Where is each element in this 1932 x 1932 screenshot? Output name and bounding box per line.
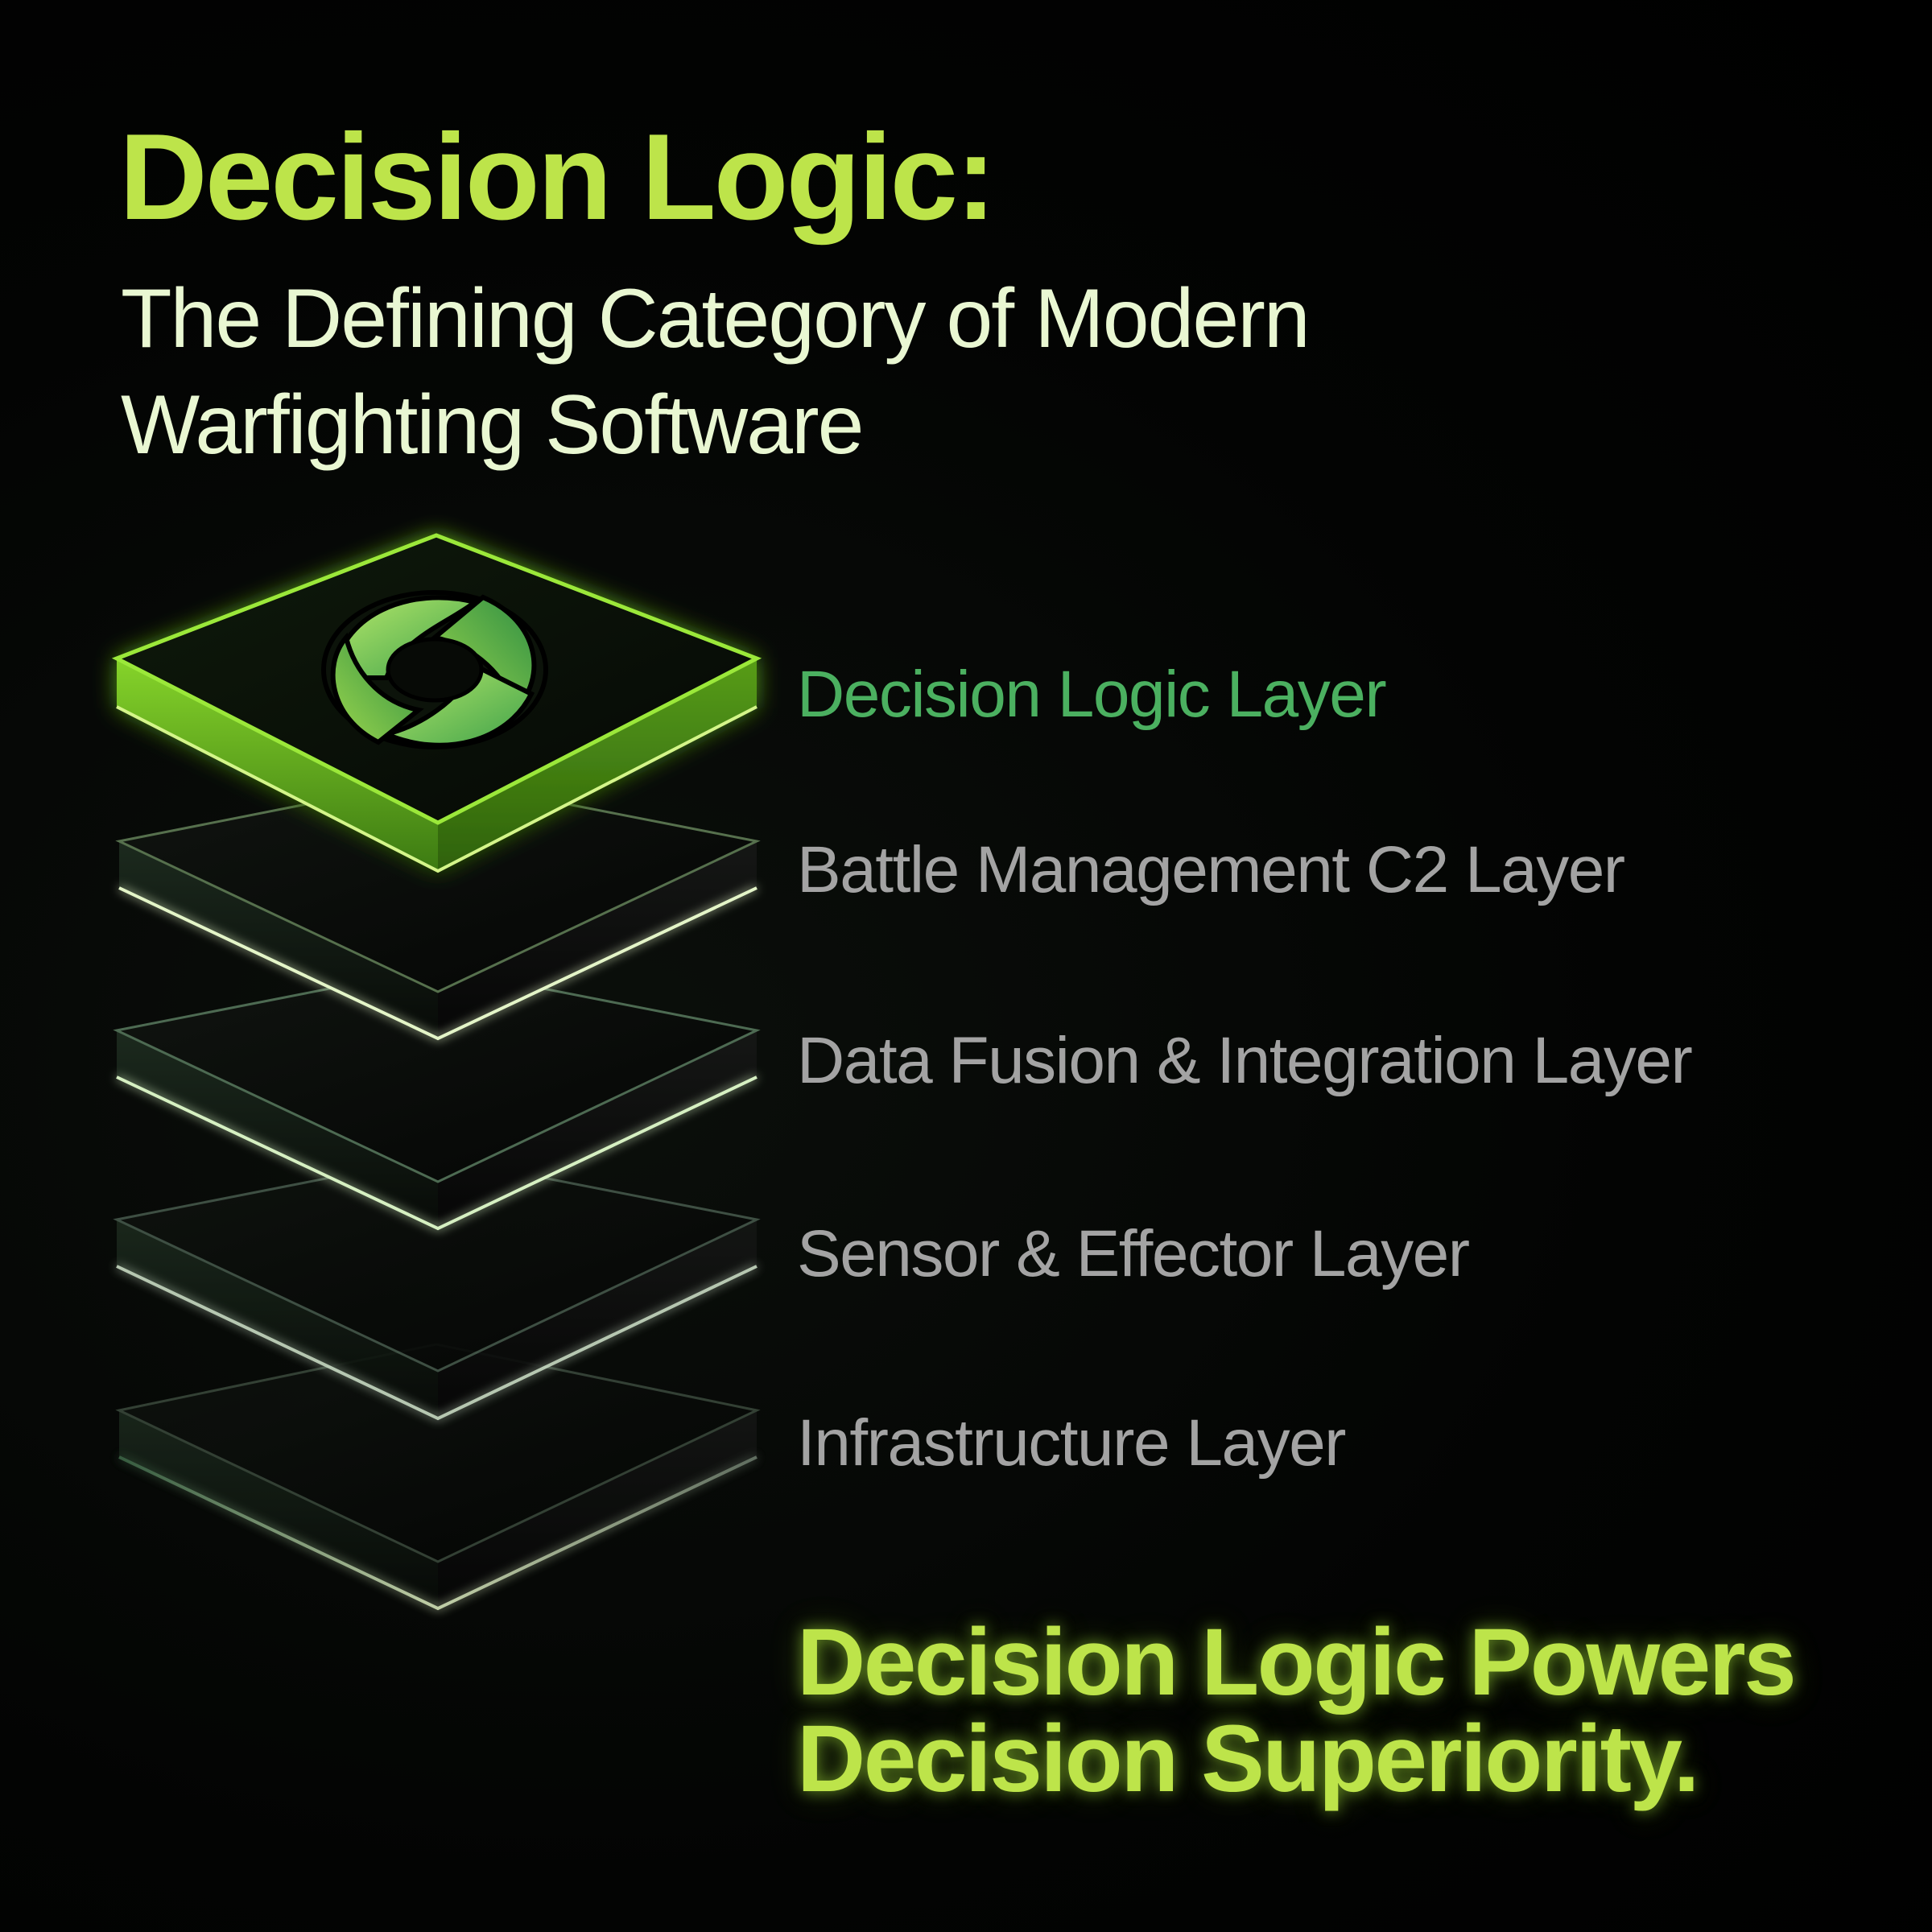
decision-logic-logo-icon (321, 590, 548, 749)
subtitle-line-2: Warfighting Software (121, 378, 864, 472)
layer-label-sensor-effector: Sensor & Effector Layer (797, 1217, 1470, 1290)
tagline-line-1: Decision Logic Powers (797, 1609, 1797, 1715)
subtitle-line-1: The Defining Category of Modern (121, 272, 1311, 365)
page-subtitle: The Defining Category of Modern Warfight… (121, 266, 1311, 478)
battle-management-layer-slab (115, 777, 761, 1041)
data-fusion-layer-slab (113, 966, 761, 1231)
layer-label-infrastructure: Infrastructure Layer (797, 1406, 1346, 1480)
sensor-effector-layer-slab (113, 1155, 761, 1421)
layer-label-data-fusion-integration: Data Fusion & Integration Layer (797, 1024, 1693, 1097)
tagline: Decision Logic Powers Decision Superiori… (797, 1609, 1797, 1812)
page-title: Decision Logic: (119, 109, 997, 246)
tagline-line-2: Decision Superiority. (797, 1706, 1700, 1812)
decision-logic-layer-slab (111, 533, 762, 873)
infrastructure-layer-slab (115, 1343, 761, 1611)
layer-label-battle-management-c2: Battle Management C2 Layer (797, 833, 1625, 906)
layer-label-decision-logic: Decision Logic Layer (797, 658, 1387, 731)
